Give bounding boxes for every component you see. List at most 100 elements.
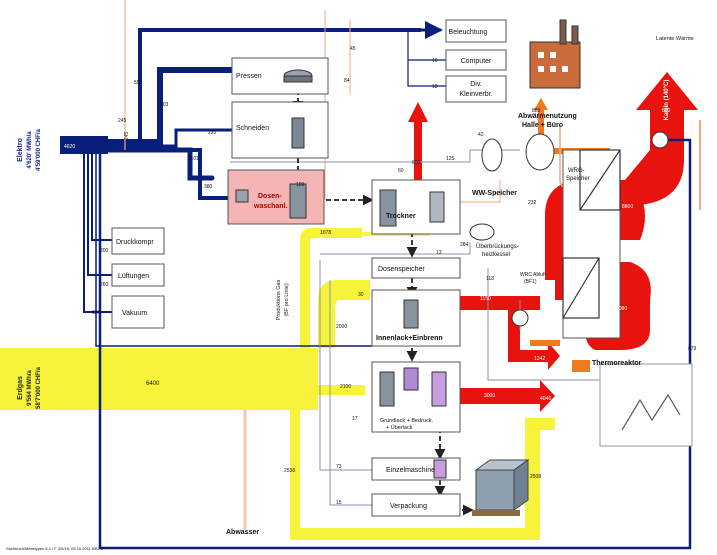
label-grundlack-2: + Überlack xyxy=(386,424,413,431)
electric-main-bus xyxy=(60,136,108,154)
pallet-icon xyxy=(472,459,530,516)
label-einzelmaschine: Einzelmaschine xyxy=(386,467,435,474)
orange-link-3 xyxy=(572,360,590,372)
label-lueftungen: Lüftungen xyxy=(118,273,149,280)
box-schneiden xyxy=(231,101,329,159)
value-17: 17 xyxy=(352,416,358,422)
value-1150: 1150 xyxy=(480,296,491,302)
label-innenlack: Innenlack+Einbrenn xyxy=(376,335,443,342)
value-8800: 8800 xyxy=(622,204,633,210)
washer-icon xyxy=(289,183,307,219)
value-879: 879 xyxy=(688,346,697,352)
factory-icon xyxy=(529,19,581,89)
label-abwasser: Abwasser xyxy=(226,529,259,536)
value-1242: 1242 xyxy=(534,356,545,362)
grundlack-icon-3 xyxy=(431,371,447,407)
heat-trockner-up xyxy=(414,120,422,180)
box-computer xyxy=(445,49,507,71)
value-15: 15 xyxy=(336,500,342,506)
value-1101: 1101 xyxy=(188,156,199,162)
value-13: 13 xyxy=(436,250,442,256)
label-wrg-2: Speicher xyxy=(566,176,590,182)
product-flow xyxy=(292,90,474,516)
label-druckluft: Druckkompr xyxy=(116,239,154,246)
label-thermoreaktor: Thermoreaktor xyxy=(592,360,642,367)
dryer-icon xyxy=(379,189,397,227)
value-284: 284 xyxy=(460,242,469,248)
press-icon-base xyxy=(283,75,313,83)
line-mid xyxy=(487,268,600,381)
value-6400: 6400 xyxy=(146,381,160,387)
label-verpackung: Verpackung xyxy=(390,503,427,510)
elec-to-dosenwasch-b xyxy=(106,148,230,200)
label-ueber-2: heizkessel xyxy=(482,252,510,258)
value-600: 600 xyxy=(412,160,421,166)
elec-to-schneiden xyxy=(106,128,234,148)
ww-speicher-icon xyxy=(481,138,503,172)
label-schneiden: Schneiden xyxy=(236,125,269,132)
box-druckluft xyxy=(111,227,165,255)
value-118: 118 xyxy=(486,276,494,282)
value-600-kamin: 600 xyxy=(662,108,671,114)
label-erdgas-3: 58'7'000 CHF/a xyxy=(36,366,42,409)
hx-2 xyxy=(562,257,600,319)
hx-2-diag xyxy=(562,257,600,319)
box-beleuchtung xyxy=(445,19,507,43)
label-wrg-1: WRG- xyxy=(568,168,585,174)
label-ueber-1: Überbrückungs- xyxy=(476,243,519,250)
box-dosenspeicher xyxy=(371,257,461,279)
label-elektro-2: 4'620' MWh/a xyxy=(27,131,33,169)
gas-branch-innenlack xyxy=(318,280,370,348)
hx-zigzag xyxy=(621,393,681,431)
label-abwaerme-2: Halle + Büro xyxy=(522,122,563,129)
orange-link-2 xyxy=(530,340,560,346)
kamin-fan-icon xyxy=(651,131,669,149)
machine-glyphs xyxy=(235,69,669,479)
label-dosenwasch-2: waschanl. xyxy=(253,203,288,210)
label-ww-speicher: WW-Speicher xyxy=(472,190,517,197)
label-erdgas-2: 9'564 MWh/a xyxy=(27,369,33,405)
orange-abwaerme-arrow xyxy=(534,98,548,110)
elec-to-pressen xyxy=(105,67,235,145)
value-620: 620 xyxy=(92,310,101,316)
value-2508: 2508 xyxy=(530,474,541,480)
innenlack-icon xyxy=(403,299,419,329)
label-produktion-gas-2: (BF pro Linie) xyxy=(284,283,290,316)
box-wrg xyxy=(562,149,621,339)
value-1078: 1078 xyxy=(320,230,331,236)
value-42: 42 xyxy=(478,132,484,138)
boxes xyxy=(111,19,693,517)
label-beleuchtung: Beleuchtung xyxy=(449,29,488,36)
label-wrc-1: WRC Abluft xyxy=(520,272,546,278)
value-880: 880 xyxy=(532,108,541,114)
box-div xyxy=(445,75,507,103)
value-260: 260 xyxy=(100,282,109,288)
value-380: 380 xyxy=(204,184,213,190)
wrc-fan-icon xyxy=(511,309,529,327)
grundlack-icon-1 xyxy=(379,371,395,407)
heat-innenlack xyxy=(460,296,540,310)
value-30: 30 xyxy=(358,292,364,298)
elec-loop xyxy=(98,138,692,550)
label-kamin: Kamin (140°C) xyxy=(664,80,670,121)
value-1700: 1700 xyxy=(564,246,575,252)
elec-to-druckluft xyxy=(91,153,113,241)
label-elektro-1: Elektro xyxy=(17,138,24,162)
elec-to-vakuum xyxy=(83,153,113,313)
label-footer: Sachbuch/Messtypen 5.1 / F 3/5/16, 05.10… xyxy=(6,546,104,551)
label-div-2: Kleinverbr. xyxy=(459,91,492,98)
label-dosenwasch-1: Dosen- xyxy=(258,193,282,200)
label-elektro-3: 4'59'000 CHF/a xyxy=(36,128,42,171)
elec-to-lueftungen xyxy=(87,153,113,276)
value-60: 60 xyxy=(398,168,404,174)
gas-branch-thermoreaktor xyxy=(290,410,555,540)
elec-to-dosenwasch xyxy=(105,147,215,181)
washer-small-icon xyxy=(235,189,249,203)
box-verpackung xyxy=(371,493,461,517)
labels: Beleuchtung Computer Div. Kleinverbr. Pr… xyxy=(6,29,697,551)
value-2000: 2000 xyxy=(336,324,347,330)
label-div-1: Div. xyxy=(470,81,482,88)
label-computer: Computer xyxy=(461,58,492,65)
label-grundlack-1: Grundlack + Bedruck. xyxy=(380,418,434,424)
